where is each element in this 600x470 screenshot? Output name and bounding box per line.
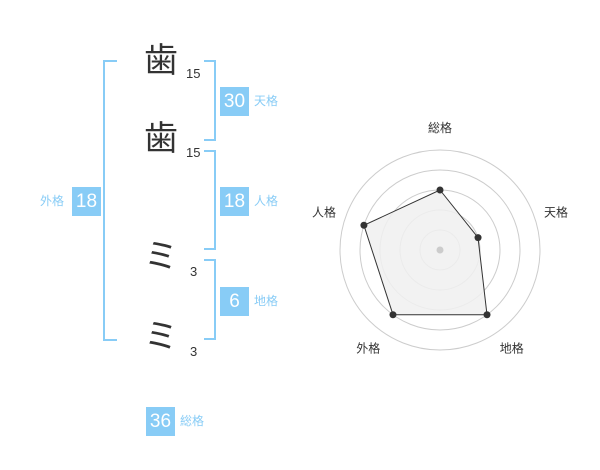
radar-point-3 bbox=[389, 311, 397, 319]
stroke-count-1: 15 bbox=[186, 66, 201, 81]
radar-ring-5 bbox=[339, 149, 541, 351]
name-char-1: 歯 bbox=[144, 41, 178, 81]
radar-axis-label-1: 天格 bbox=[544, 204, 568, 219]
chikaku-bracket bbox=[204, 259, 216, 340]
radar-axis-label-3: 外格 bbox=[356, 341, 380, 356]
name-char-2: 歯 bbox=[144, 119, 178, 159]
radar-axis-label-2: 地格 bbox=[500, 341, 524, 356]
jinkaku-label: 人格 bbox=[254, 194, 279, 208]
tenkaku-value: 30 bbox=[220, 87, 249, 116]
stroke-count-3: 3 bbox=[190, 264, 198, 279]
soukaku-label: 総格 bbox=[180, 414, 205, 428]
soukaku-value: 36 bbox=[146, 407, 175, 436]
name-char-3: ミ bbox=[144, 237, 178, 277]
radar-ring-4 bbox=[359, 169, 521, 331]
gaikaku-value: 18 bbox=[72, 187, 101, 216]
jinkaku-bracket bbox=[204, 150, 216, 250]
name-char-4: ミ bbox=[144, 317, 178, 357]
tenkaku-label: 天格 bbox=[254, 94, 279, 108]
radar-point-1 bbox=[474, 234, 482, 242]
gaikaku-label: 外格 bbox=[40, 194, 65, 208]
gaikaku-bracket bbox=[103, 60, 117, 341]
chikaku-value: 6 bbox=[220, 287, 249, 316]
stroke-count-2: 15 bbox=[186, 145, 201, 160]
radar-area bbox=[363, 189, 488, 316]
radar-center-dot bbox=[436, 246, 444, 254]
radar-point-0 bbox=[436, 186, 444, 194]
stroke-count-4: 3 bbox=[190, 344, 198, 359]
radar-point-4 bbox=[360, 221, 368, 229]
chikaku-label: 地格 bbox=[254, 294, 279, 308]
radar-point-2 bbox=[483, 311, 491, 319]
radar-axis-label-0: 総格 bbox=[428, 120, 452, 135]
jinkaku-value: 18 bbox=[220, 187, 249, 216]
tenkaku-bracket bbox=[204, 60, 216, 141]
radar-axis-label-4: 人格 bbox=[312, 204, 336, 219]
